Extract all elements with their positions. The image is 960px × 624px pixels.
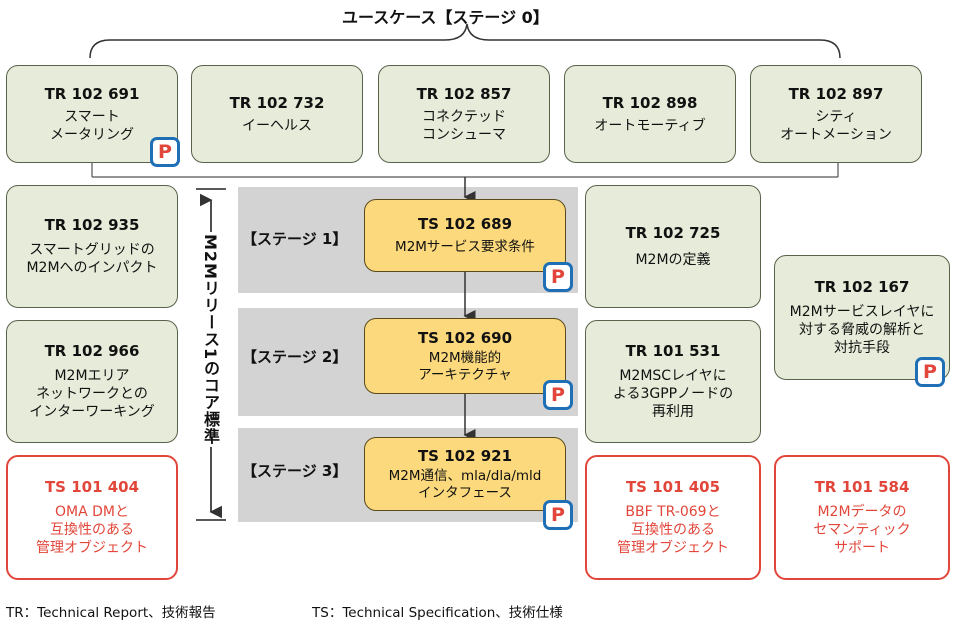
doc-code: TR 102 898 bbox=[602, 93, 698, 112]
right-doc-box[interactable]: TR 102 725 M2Mの定義 bbox=[585, 185, 761, 308]
p-badge: P bbox=[915, 357, 945, 387]
stage-label: 【ステージ 3】 bbox=[242, 462, 348, 480]
core-spec-box[interactable]: TS 102 690 M2M機能的 アーキテクチャ bbox=[364, 318, 566, 394]
doc-code: TR 102 857 bbox=[416, 84, 512, 103]
doc-desc: OMA DMと 互換性のある 管理オブジェクト bbox=[36, 504, 148, 556]
doc-desc: M2Mサービス要求条件 bbox=[395, 239, 535, 255]
use-case-box[interactable]: TR 102 898 オートモーティブ bbox=[564, 65, 736, 163]
doc-code: TS 101 404 bbox=[44, 478, 140, 496]
p-badge: P bbox=[543, 262, 573, 292]
doc-desc: イーヘルス bbox=[242, 117, 312, 134]
doc-desc: スマート メータリング bbox=[50, 108, 134, 143]
left-doc-box-red[interactable]: TS 101 404 OMA DMと 互換性のある 管理オブジェクト bbox=[6, 455, 178, 580]
core-spec-box[interactable]: TS 102 921 M2M通信、mla/dla/mld インタフェース bbox=[364, 437, 566, 511]
doc-desc: スマートグリッドの M2Mへのインパクト bbox=[26, 242, 158, 276]
use-case-box[interactable]: TR 102 897 シティ オートメーション bbox=[750, 65, 922, 163]
core-spec-box[interactable]: TS 102 689 M2Mサービス要求条件 bbox=[364, 199, 566, 272]
doc-code: TS 102 689 bbox=[417, 215, 513, 233]
doc-code: TR 101 531 bbox=[625, 342, 721, 360]
doc-code: TR 102 897 bbox=[788, 84, 884, 103]
doc-desc: M2Mエリア ネットワークとの インターワーキング bbox=[29, 368, 155, 420]
use-case-box[interactable]: TR 102 732 イーヘルス bbox=[191, 65, 363, 163]
doc-desc: M2Mの定義 bbox=[635, 252, 711, 268]
use-case-title: ユースケース【ステージ 0】 bbox=[342, 8, 549, 27]
left-doc-box[interactable]: TR 102 966 M2Mエリア ネットワークとの インターワーキング bbox=[6, 320, 178, 443]
stage-label: 【ステージ 1】 bbox=[242, 230, 348, 248]
doc-code: TR 102 966 bbox=[44, 342, 140, 360]
stage-label: 【ステージ 2】 bbox=[242, 348, 348, 366]
doc-code: TS 101 405 bbox=[625, 478, 721, 496]
doc-code: TR 102 725 bbox=[625, 224, 721, 242]
far-right-doc-box-red[interactable]: TR 101 584 M2Mデータの セマンティック サポート bbox=[774, 455, 950, 580]
p-badge: P bbox=[150, 137, 180, 167]
doc-code: TS 102 690 bbox=[417, 328, 513, 347]
p-badge: P bbox=[543, 500, 573, 530]
doc-desc: シティ オートメーション bbox=[780, 108, 892, 143]
doc-desc: M2M通信、mla/dla/mld インタフェース bbox=[388, 467, 542, 501]
doc-desc: BBF TR-069と 互換性のある 管理オブジェクト bbox=[617, 504, 729, 556]
use-case-box[interactable]: TR 102 857 コネクテッド コンシューマ bbox=[378, 65, 550, 163]
right-doc-box[interactable]: TR 101 531 M2MSCレイヤに よる3GPPノードの 再利用 bbox=[585, 320, 761, 443]
doc-code: TR 102 167 bbox=[814, 278, 910, 296]
doc-code: TS 102 921 bbox=[417, 446, 513, 465]
right-doc-box-red[interactable]: TS 101 405 BBF TR-069と 互換性のある 管理オブジェクト bbox=[585, 455, 761, 580]
doc-desc: M2M機能的 アーキテクチャ bbox=[418, 349, 512, 383]
top-brace bbox=[89, 23, 841, 59]
doc-code: TR 102 732 bbox=[229, 93, 325, 112]
left-doc-box[interactable]: TR 102 935 スマートグリッドの M2Mへのインパクト bbox=[6, 185, 178, 308]
doc-code: TR 101 584 bbox=[814, 478, 910, 496]
doc-desc: M2Mデータの セマンティック サポート bbox=[813, 504, 911, 556]
p-badge: P bbox=[543, 380, 573, 410]
doc-code: TR 102 935 bbox=[44, 216, 140, 234]
use-case-box[interactable]: TR 102 691 スマート メータリング bbox=[6, 65, 178, 163]
legend-ts: TS：Technical Specification、技術仕様 bbox=[312, 605, 563, 621]
doc-desc: M2Mサービスレイヤに 対する脅威の解析と 対抗手段 bbox=[789, 304, 935, 356]
doc-desc: M2MSCレイヤに よる3GPPノードの 再利用 bbox=[612, 368, 734, 420]
legend-tr: TR：Technical Report、技術報告 bbox=[6, 605, 216, 621]
doc-desc: コネクテッド コンシューマ bbox=[422, 108, 506, 143]
release-label: M2Mリリース1のコア標準 bbox=[198, 232, 222, 448]
doc-desc: オートモーティブ bbox=[594, 117, 706, 134]
doc-code: TR 102 691 bbox=[44, 84, 140, 103]
